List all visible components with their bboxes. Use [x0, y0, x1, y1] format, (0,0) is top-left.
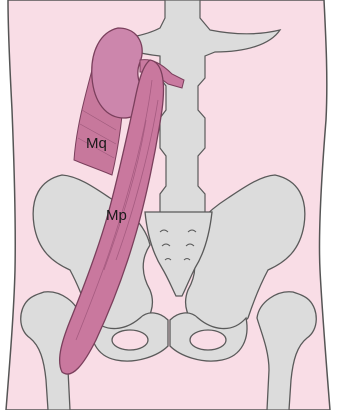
label-quadratus: Mq — [86, 135, 107, 152]
label-psoas: Mp — [106, 207, 127, 224]
